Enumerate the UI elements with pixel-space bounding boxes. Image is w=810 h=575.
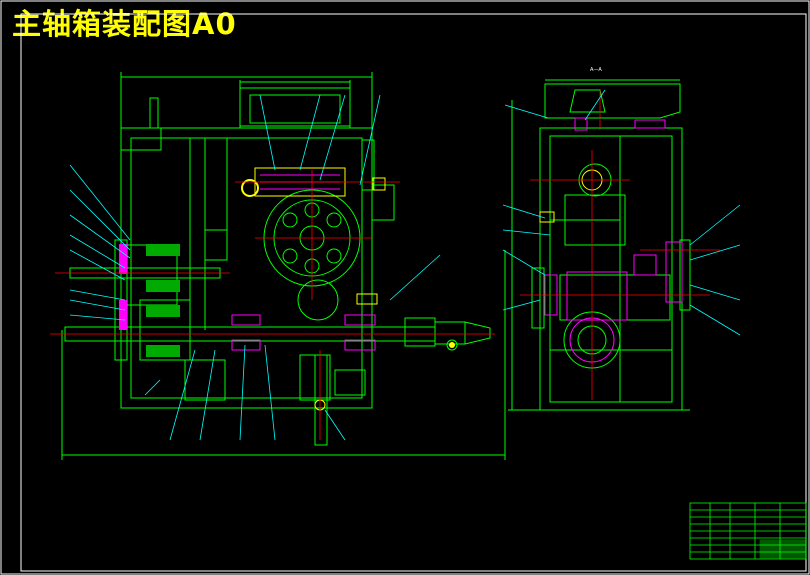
main-view-centerlines — [50, 170, 495, 440]
section-view-leaders — [502, 89, 741, 336]
section-view-details — [539, 117, 683, 363]
main-view-leaders — [69, 94, 441, 441]
title-block — [689, 502, 807, 560]
section-label: A—A — [590, 67, 602, 73]
main-section-view — [61, 72, 506, 460]
main-view-details — [119, 167, 455, 411]
section-view-centerlines — [520, 90, 720, 400]
inner-frame — [20, 13, 807, 572]
